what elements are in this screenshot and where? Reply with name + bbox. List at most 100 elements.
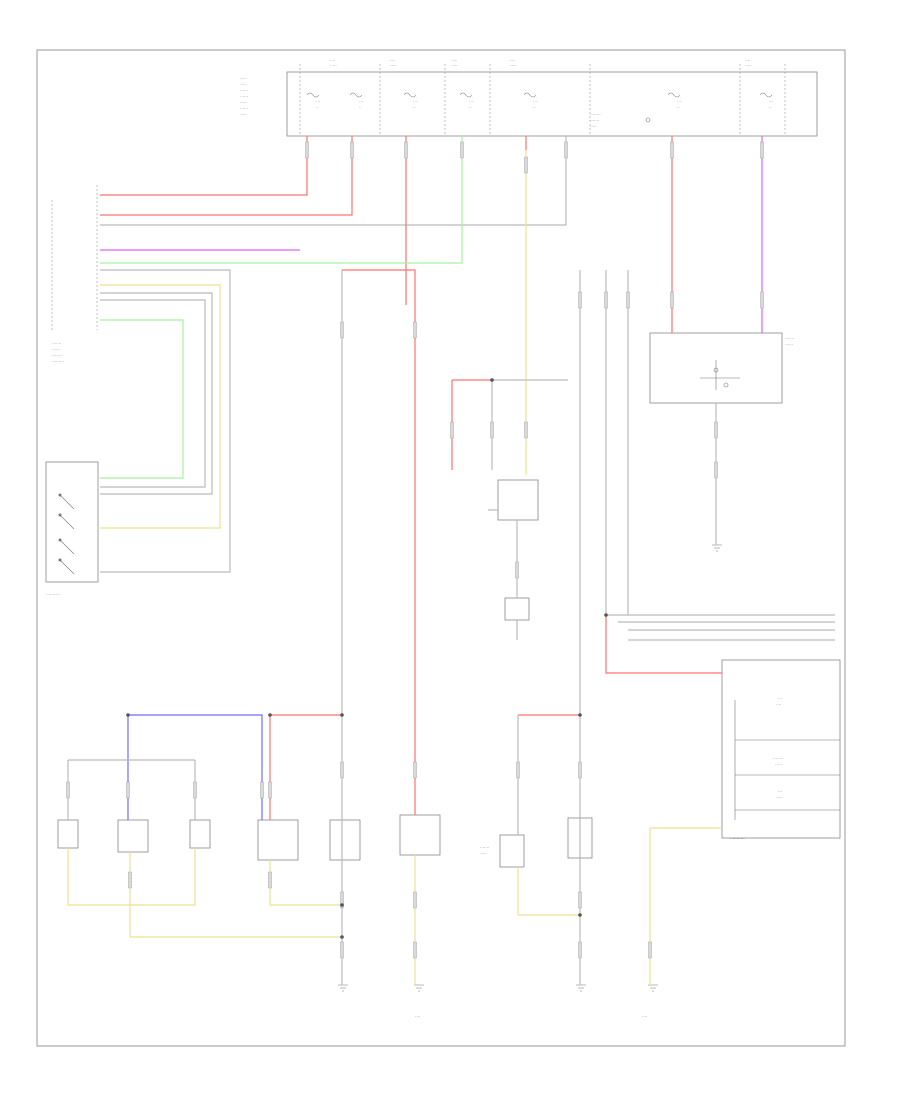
junction-dot-4 (340, 903, 344, 907)
svg-text:········: ········ (590, 112, 601, 117)
svg-text:········: ········ (52, 353, 63, 358)
svg-text:······: ······ (52, 347, 60, 352)
wire-gray-10 (100, 269, 231, 573)
svg-text:·····: ····· (480, 851, 487, 856)
connector-tick-30 (340, 891, 344, 909)
svg-text:······: ······ (240, 106, 248, 111)
svg-text:·······: ······· (785, 336, 794, 341)
wire-yellow-40 (649, 827, 722, 985)
wire-gray-12 (100, 292, 213, 495)
svg-text:······: ······ (240, 94, 248, 99)
svg-text:···: ··· (316, 99, 320, 104)
wire-gray-13 (100, 299, 206, 488)
wire-red-18 (451, 379, 492, 470)
svg-text:··: ·· (769, 105, 772, 110)
svg-text:····: ···· (452, 63, 457, 68)
fuse-group: ···· ····· ···· ····· ···· ···· ···· ···… (299, 58, 786, 136)
wire-gray-2 (100, 136, 567, 226)
svg-text:····: ···· (510, 58, 515, 63)
wire-green-14 (100, 319, 184, 479)
svg-text:··: ·· (316, 105, 319, 110)
svg-text:·······: ······· (480, 845, 489, 850)
svg-text:····: ···· (415, 1014, 420, 1019)
connector-tick-6 (670, 141, 674, 159)
connector-tick-3 (460, 141, 464, 159)
connector-tick-33 (340, 941, 344, 959)
svg-text:··: ·· (359, 105, 362, 110)
connector-tick-12 (626, 291, 630, 309)
wire-yellow-37 (269, 860, 342, 906)
connector-tick-38 (268, 871, 272, 889)
diagram-frame (36, 49, 846, 1047)
svg-text:····: ···· (390, 58, 395, 63)
svg-text:···: ··· (533, 99, 537, 104)
junction-dot-2 (268, 713, 272, 717)
dimmer-module: ······· ······ (649, 332, 794, 404)
connector-tick-5 (564, 141, 568, 159)
junction-dot-0 (340, 713, 344, 717)
svg-text:···: ··· (359, 99, 363, 104)
connector-tick-31 (413, 891, 417, 909)
junction-dots (126, 378, 608, 939)
junction-dot-7 (604, 613, 608, 617)
connector-tick-13 (670, 291, 674, 309)
svg-text:····: ···· (745, 58, 750, 63)
wire-yellow-35 (67, 848, 196, 906)
svg-text:··: ·· (533, 105, 536, 110)
connector-tick-9 (413, 321, 417, 339)
svg-text:···: ··· (778, 789, 782, 794)
connector-tick-19 (714, 461, 718, 479)
svg-text:·····: ····· (240, 112, 247, 117)
svg-text:······: ······ (775, 762, 783, 767)
connector-tick-37 (128, 871, 132, 889)
wire-gray-24 (606, 614, 835, 641)
wires (66, 136, 835, 985)
connector-tick-17 (524, 421, 528, 439)
connector-tick-26 (126, 781, 130, 799)
svg-text:·····: ····· (330, 63, 337, 68)
wire-yellow-39 (517, 867, 580, 916)
svg-text:···: ··· (769, 99, 773, 104)
svg-text:·····: ····· (590, 124, 597, 129)
connector-tick-21 (340, 761, 344, 779)
connector-tick-14 (760, 291, 764, 309)
svg-text:·······: ······· (52, 341, 61, 346)
wire-yellow-11 (100, 284, 221, 529)
connector-tick-7 (760, 141, 764, 159)
lighting-switch: ······· ······ ········ ········· (51, 185, 98, 364)
connector-tick-23 (516, 761, 520, 779)
svg-text:··: ·· (469, 105, 472, 110)
connector-tick-16 (490, 421, 494, 439)
junction-dot-1 (578, 713, 582, 717)
lower-components: ······· ····· (57, 479, 593, 868)
svg-text:··: ·· (677, 105, 680, 110)
junction-dot-6 (578, 913, 582, 917)
connector-tick-36 (648, 941, 652, 959)
connector-tick-25 (66, 781, 70, 799)
connector-tick-24 (578, 761, 582, 779)
connector-tick-1 (350, 141, 354, 159)
connector-tick-35 (578, 941, 582, 959)
svg-text:···········: ··········· (730, 836, 745, 841)
central-junction-box: ····· ····· ······ ······ ····· ······ ·… (240, 58, 818, 137)
connector-tick-18 (714, 421, 718, 439)
connector-tick-10 (578, 291, 582, 309)
connector-tick-8 (340, 321, 344, 339)
connector-tick-27 (193, 781, 197, 799)
svg-text:····: ···· (642, 1014, 647, 1019)
lighting-control-switch: ··········· (45, 461, 99, 597)
wire-gray-34 (67, 759, 196, 820)
svg-text:·····: ····· (390, 63, 397, 68)
junction-dot-3 (490, 378, 494, 382)
wire-red-15 (342, 269, 416, 305)
svg-text:········: ········ (773, 756, 784, 761)
svg-text:···: ··· (413, 99, 417, 104)
svg-text:······: ······ (785, 342, 793, 347)
connector-tick-2 (404, 141, 408, 159)
rear-module: ······· ·············· ········ ········… (721, 659, 841, 841)
wire-yellow-36 (129, 852, 342, 938)
connector-tick-4 (524, 156, 528, 174)
fuse-symbols: ····· ····· ····· ····· ····· ····· ····… (306, 92, 773, 129)
